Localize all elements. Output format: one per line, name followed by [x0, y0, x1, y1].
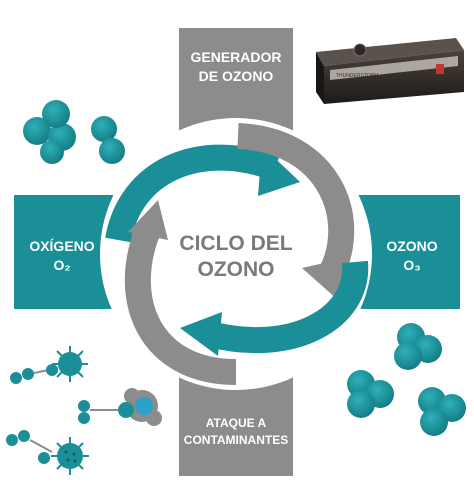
generator-label-line2: DE OZONO: [199, 68, 274, 84]
arrowhead-ozone-to-attack: [180, 312, 222, 356]
generator-label-line1: GENERADOR: [190, 49, 281, 65]
ozone-generator-device: THUNDERSTORM: [316, 38, 464, 104]
ozone-label-line1: OZONO: [386, 238, 437, 254]
virus-icon: [52, 346, 88, 382]
device-brand-text: THUNDERSTORM: [336, 73, 378, 79]
arrowhead-oxygen-to-generator: [258, 146, 300, 196]
center-title-line1: CICLO DEL: [179, 232, 292, 255]
center-title-line2: OZONO: [198, 258, 275, 281]
arrowhead-attack-to-oxygen: [128, 200, 168, 240]
arrowhead-generator-to-ozone: [302, 258, 346, 300]
ozone-label-line2: O₃: [403, 257, 420, 273]
device-power-switch: [436, 64, 444, 74]
oxygen-label-line1: OXÍGENO: [29, 238, 94, 254]
spore-icon: [51, 437, 89, 475]
attack-label-line2: CONTAMINANTES: [184, 433, 288, 447]
cycle-arrow-ozone-to-attack: [206, 260, 369, 354]
cycle-arrow-generator-to-ozone: [236, 123, 355, 282]
contaminant-attack-illustration: [6, 346, 162, 475]
oxygen-label-line2: O₂: [53, 257, 70, 273]
cycle-arrow-oxygen-to-generator: [105, 144, 280, 243]
ozone-molecules: [347, 323, 466, 436]
oxygen-molecules: [23, 100, 125, 164]
attack-label-line1: ATAQUE A: [206, 416, 267, 430]
bacteria-icon: [118, 388, 162, 426]
cycle-arrow-attack-to-oxygen: [124, 225, 237, 385]
